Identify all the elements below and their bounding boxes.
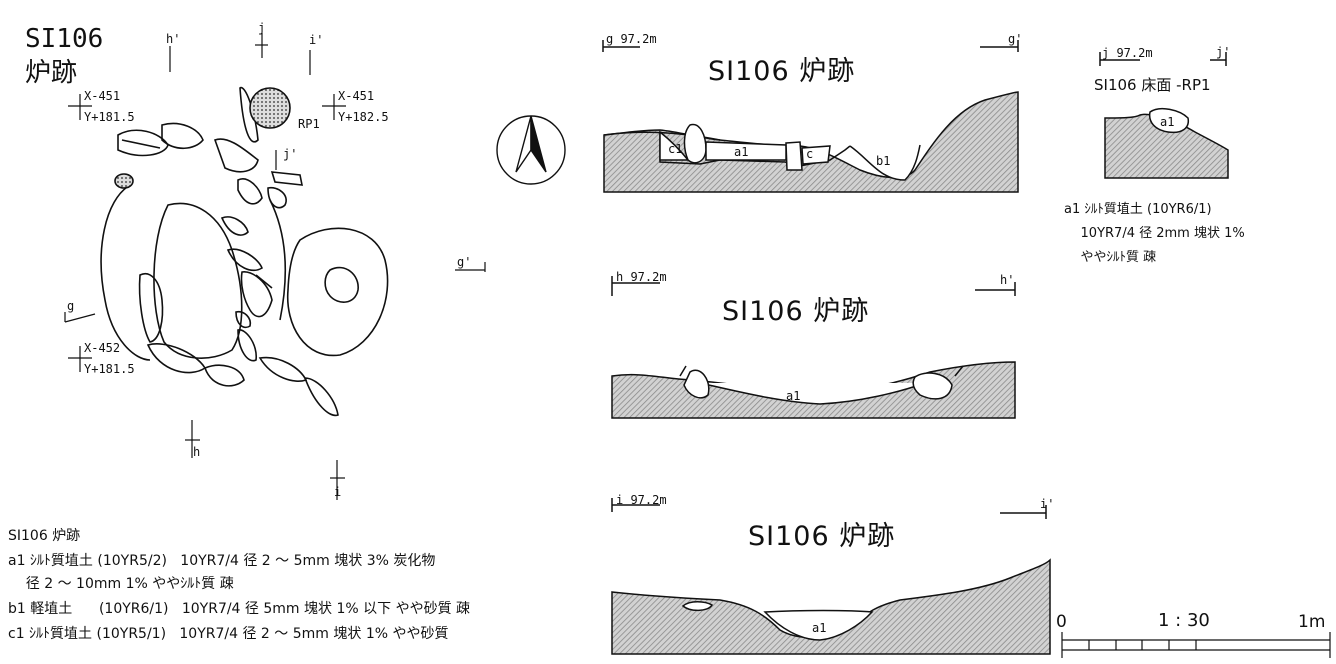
stone-oval: [286, 227, 389, 357]
coord-ul-x: X-451: [84, 89, 121, 103]
section-g-layer-a1: a1: [734, 145, 749, 159]
legend-line-c1: c1 ｼﾙﾄ質埴土 (10YR5/1) 10YR7/4 径 2 ～ 5mm 塊状…: [8, 626, 449, 642]
north-arrow-icon: [496, 115, 566, 185]
coord-ur-y: Y+182.5: [338, 110, 389, 124]
section-g-fill: [603, 91, 1019, 193]
section-i-layer-a1: a1: [812, 621, 827, 635]
section-h: [611, 276, 1016, 419]
section-h-title: SI106 炉跡: [722, 296, 870, 327]
section-g-layer-c: c: [806, 147, 814, 161]
section-g-left-label: g 97.2m: [606, 32, 657, 46]
scale-max: 1m: [1298, 612, 1326, 632]
coord-ll-y: Y+181.5: [84, 362, 135, 376]
section-i-right-label: i': [1040, 497, 1055, 511]
rp1-section-title: SI106 床面 -RP1: [1094, 76, 1211, 94]
coord-ll-x: X-452: [84, 341, 121, 355]
marker-g-right: g': [457, 255, 472, 269]
marker-g-left: g: [67, 299, 75, 313]
marker-i-top: i': [309, 33, 324, 47]
rp1-left-label: j 97.2m: [1102, 46, 1153, 60]
coord-ul-y: Y+181.5: [84, 110, 135, 124]
section-g-layer-c1: c1: [668, 142, 683, 156]
section-g-layer-b1: b1: [876, 154, 891, 168]
section-i-left-label: i 97.2m: [616, 493, 667, 507]
marker-h-bottom: h: [193, 445, 201, 459]
section-i: [611, 498, 1051, 655]
plan-title-id: SI106: [25, 24, 104, 54]
legend-line-a1-cont: 径 2 ～ 10mm 1% ややｼﾙﾄ質 疎: [8, 576, 234, 592]
section-i-title: SI106 炉跡: [748, 521, 896, 552]
section-h-right-label: h': [1000, 273, 1015, 287]
marker-h-top: h': [166, 32, 181, 46]
legend-title: SI106 炉跡: [8, 528, 81, 544]
rp1-legend-line-1: a1 ｼﾙﾄ質埴土 (10YR6/1): [1064, 202, 1212, 217]
scale-ratio: 1 : 30: [1158, 610, 1210, 631]
rp1-right-label: j': [1216, 45, 1231, 59]
scale-bar: [1061, 632, 1331, 658]
section-g-right-label: g': [1008, 32, 1023, 46]
section-h-left-label: h 97.2m: [616, 270, 667, 284]
legend-line-b1: b1 軽埴土 (10YR6/1) 10YR7/4 径 5mm 塊状 1% 以下 …: [8, 601, 471, 617]
rp1-legend-line-2: 10YR7/4 径 2mm 塊状 1%: [1064, 226, 1245, 241]
hearth-inner: [153, 202, 243, 359]
scale-zero: 0: [1056, 612, 1067, 632]
marker-i-bottom: i: [334, 485, 342, 499]
section-g-title: SI106 炉跡: [708, 56, 856, 87]
rp1-pottery: [249, 87, 291, 129]
rp1-label: RP1: [298, 117, 320, 131]
section-h-layer-a1: a1: [786, 389, 801, 403]
section-rp1: [1099, 52, 1229, 179]
plan-marker-lines: [64, 33, 486, 500]
plan-view: [100, 86, 389, 417]
coord-ur-x: X-451: [338, 89, 375, 103]
pit-outline: [100, 184, 151, 361]
rp1-legend-line-3: ややｼﾙﾄ質 疎: [1064, 250, 1157, 265]
plan-title-name: 炉跡: [25, 58, 78, 88]
rp1-layer-a1: a1: [1160, 115, 1175, 129]
marker-j-mid: j': [283, 147, 298, 161]
stone-oval-inner: [324, 266, 359, 303]
marker-j-top: j: [258, 21, 266, 35]
section-g: [602, 40, 1019, 193]
legend-line-a1: a1 ｼﾙﾄ質埴土 (10YR5/2) 10YR7/4 径 2 ～ 5mm 塊状…: [8, 553, 436, 569]
